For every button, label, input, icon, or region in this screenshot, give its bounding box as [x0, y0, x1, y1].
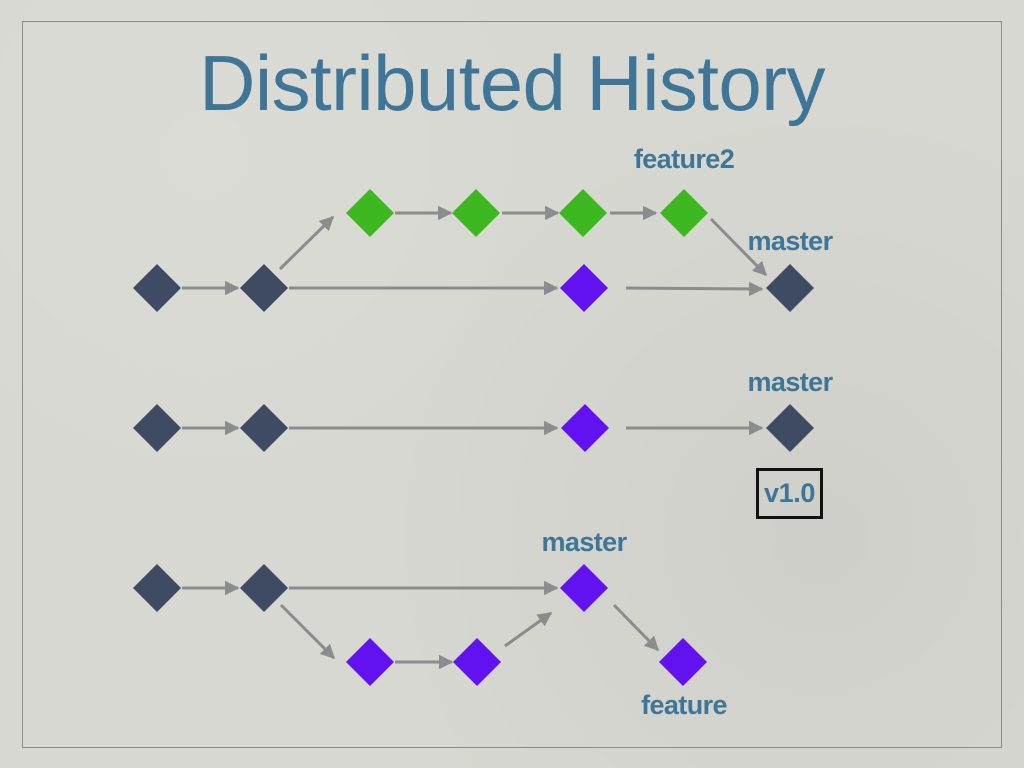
- edge-r1-g4-merge: [709, 217, 768, 277]
- branch-label-master-top: master: [748, 226, 834, 256]
- edge-r1-p1-merge: [625, 281, 764, 297]
- slide-title: Distributed History: [199, 39, 825, 127]
- commit-r1-green-3: [559, 189, 607, 237]
- row-1-graph: feature2 master: [133, 144, 834, 312]
- commit-r3-branch-1: [346, 638, 394, 686]
- branch-label-feature2: feature2: [634, 144, 734, 174]
- commit-r3-feature: [659, 638, 707, 686]
- slide-frame: [22, 21, 1002, 748]
- commit-r3-dark-2: [240, 564, 288, 612]
- commit-r1-green-1: [346, 189, 394, 237]
- commit-r1-green-2: [452, 189, 500, 237]
- commit-r2-dark-1: [133, 404, 181, 452]
- row-2-graph: master: [133, 367, 834, 452]
- commit-r2-dark-2: [240, 404, 288, 452]
- edge-r3-b2-master: [504, 611, 553, 648]
- commit-r3-branch-2: [453, 638, 501, 686]
- branch-label-master-bottom: master: [542, 527, 628, 557]
- branch-label-master-middle: master: [748, 367, 834, 397]
- commit-r2-purple-1: [561, 404, 609, 452]
- edge-r1-c2-g1: [278, 215, 335, 271]
- commit-r3-master: [560, 564, 608, 612]
- edge-r3-c2-b1: [279, 603, 336, 660]
- commit-r1-green-4: [660, 189, 708, 237]
- commit-r1-purple-1: [560, 264, 608, 312]
- commit-r3-dark-1: [133, 564, 181, 612]
- edge-r3-master-feature: [612, 603, 660, 652]
- commit-r2-dark-3: [766, 404, 814, 452]
- row-3-graph: master feature: [133, 527, 728, 720]
- commit-r1-merge: [766, 264, 814, 312]
- commit-r1-dark-1: [133, 264, 181, 312]
- commit-r1-dark-2: [240, 264, 288, 312]
- tag-v1-0: v1.0: [756, 468, 823, 519]
- branch-label-feature: feature: [641, 690, 727, 720]
- tag-label: v1.0: [764, 478, 815, 508]
